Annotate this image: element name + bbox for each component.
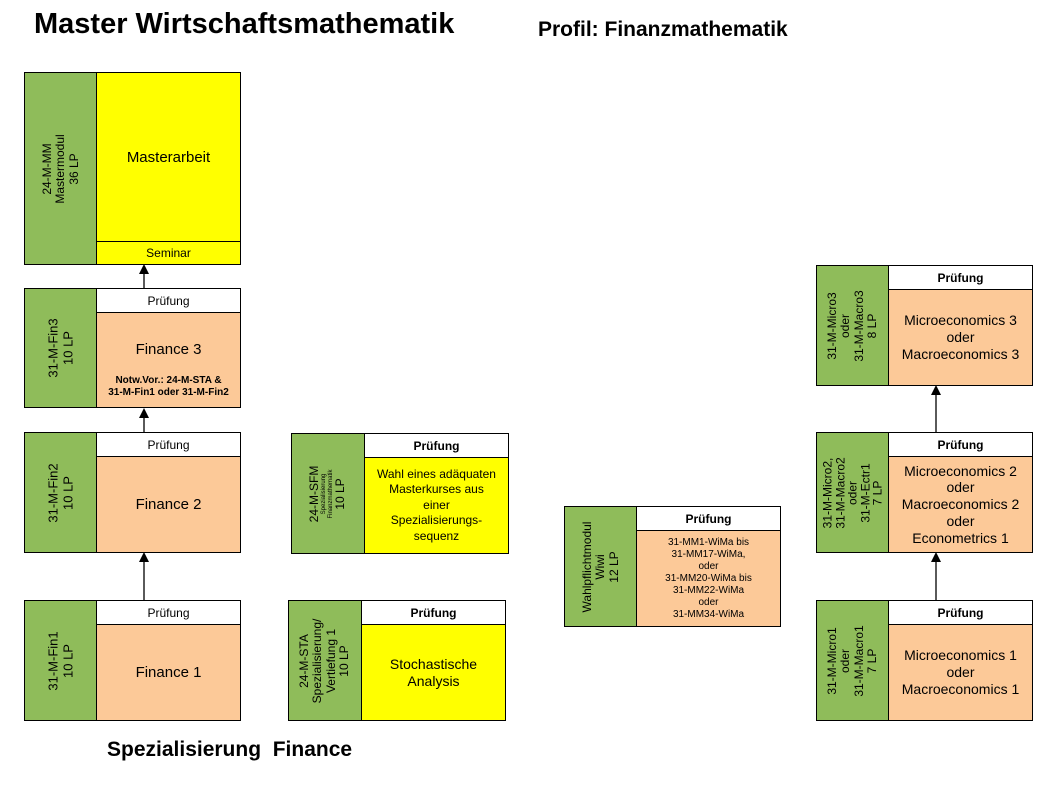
bottom-label: Spezialisierung Finance <box>107 738 353 761</box>
micro1-content-box: Microeconomics 1 oder Macroeconomics 1 <box>888 624 1033 721</box>
fin3-content-box: Finance 3 Notw.Vor.: 24-M-STA & 31-M-Fin… <box>96 312 241 408</box>
seminar-label: Seminar <box>146 246 191 260</box>
wahlpflicht-content-box: 31-MM1-WiMa bis 31-MM17-WiMa, oder 31-MM… <box>636 530 781 627</box>
micro1-exam-label: Prüfung <box>937 605 984 620</box>
micro2-title: Microeconomics 2 oder Macroeconomics 2 o… <box>901 462 1020 546</box>
micro3-title: Microeconomics 3 oder Macroeconomics 3 <box>901 312 1020 362</box>
sta-exam-label: Prüfung <box>410 605 457 620</box>
fin1-exam-header: Prüfung <box>96 600 241 625</box>
fin1-title: Finance 1 <box>135 664 202 681</box>
page-title: Master Wirtschaftsmathematik <box>34 8 455 40</box>
fin2-title: Finance 2 <box>135 496 202 513</box>
micro3-content-box: Microeconomics 3 oder Macroeconomics 3 <box>888 289 1033 386</box>
fin3-prerequisite-note: Notw.Vor.: 24-M-STA & 31-M-Fin1 oder 31-… <box>108 375 229 398</box>
fin3-title: Finance 3 <box>135 341 202 358</box>
micro2-exam-label: Prüfung <box>937 437 984 452</box>
sta-content-box: Stochastische Analysis <box>361 624 506 721</box>
fin2-exam-header: Prüfung <box>96 432 241 457</box>
masterarbeit-label: Masterarbeit <box>126 148 211 166</box>
micro2-exam-header: Prüfung <box>888 432 1033 457</box>
sta-title: Stochastische Analysis <box>389 655 478 689</box>
profile-label: Profil: Finanzmathematik <box>538 18 788 41</box>
sfm-code-box: 24-M-SFM Spezialisierung Finanzmathemati… <box>291 433 365 554</box>
fin2-content-box: Finance 2 <box>96 456 241 553</box>
sfm-content-box: Wahl eines adäquaten Masterkurses aus ei… <box>364 457 509 554</box>
fin1-content-box: Finance 1 <box>96 624 241 721</box>
fin1-exam-label: Prüfung <box>147 605 190 620</box>
fin3-exam-label: Prüfung <box>147 293 190 308</box>
sfm-description: Wahl eines adäquaten Masterkurses aus ei… <box>377 466 496 543</box>
fin2-exam-label: Prüfung <box>147 437 190 452</box>
seminar-box: Seminar <box>96 241 241 265</box>
sfm-exam-label: Prüfung <box>413 438 460 453</box>
micro1-title: Microeconomics 1 oder Macroeconomics 1 <box>901 647 1020 697</box>
masterarbeit-box: Masterarbeit <box>96 72 241 242</box>
wahlpflicht-exam-label: Prüfung <box>685 511 732 526</box>
micro2-content-box: Microeconomics 2 oder Macroeconomics 2 o… <box>888 456 1033 553</box>
sta-exam-header: Prüfung <box>361 600 506 625</box>
wahlpflicht-course-list: 31-MM1-WiMa bis 31-MM17-WiMa, oder 31-MM… <box>665 536 752 620</box>
micro3-exam-label: Prüfung <box>937 270 984 285</box>
